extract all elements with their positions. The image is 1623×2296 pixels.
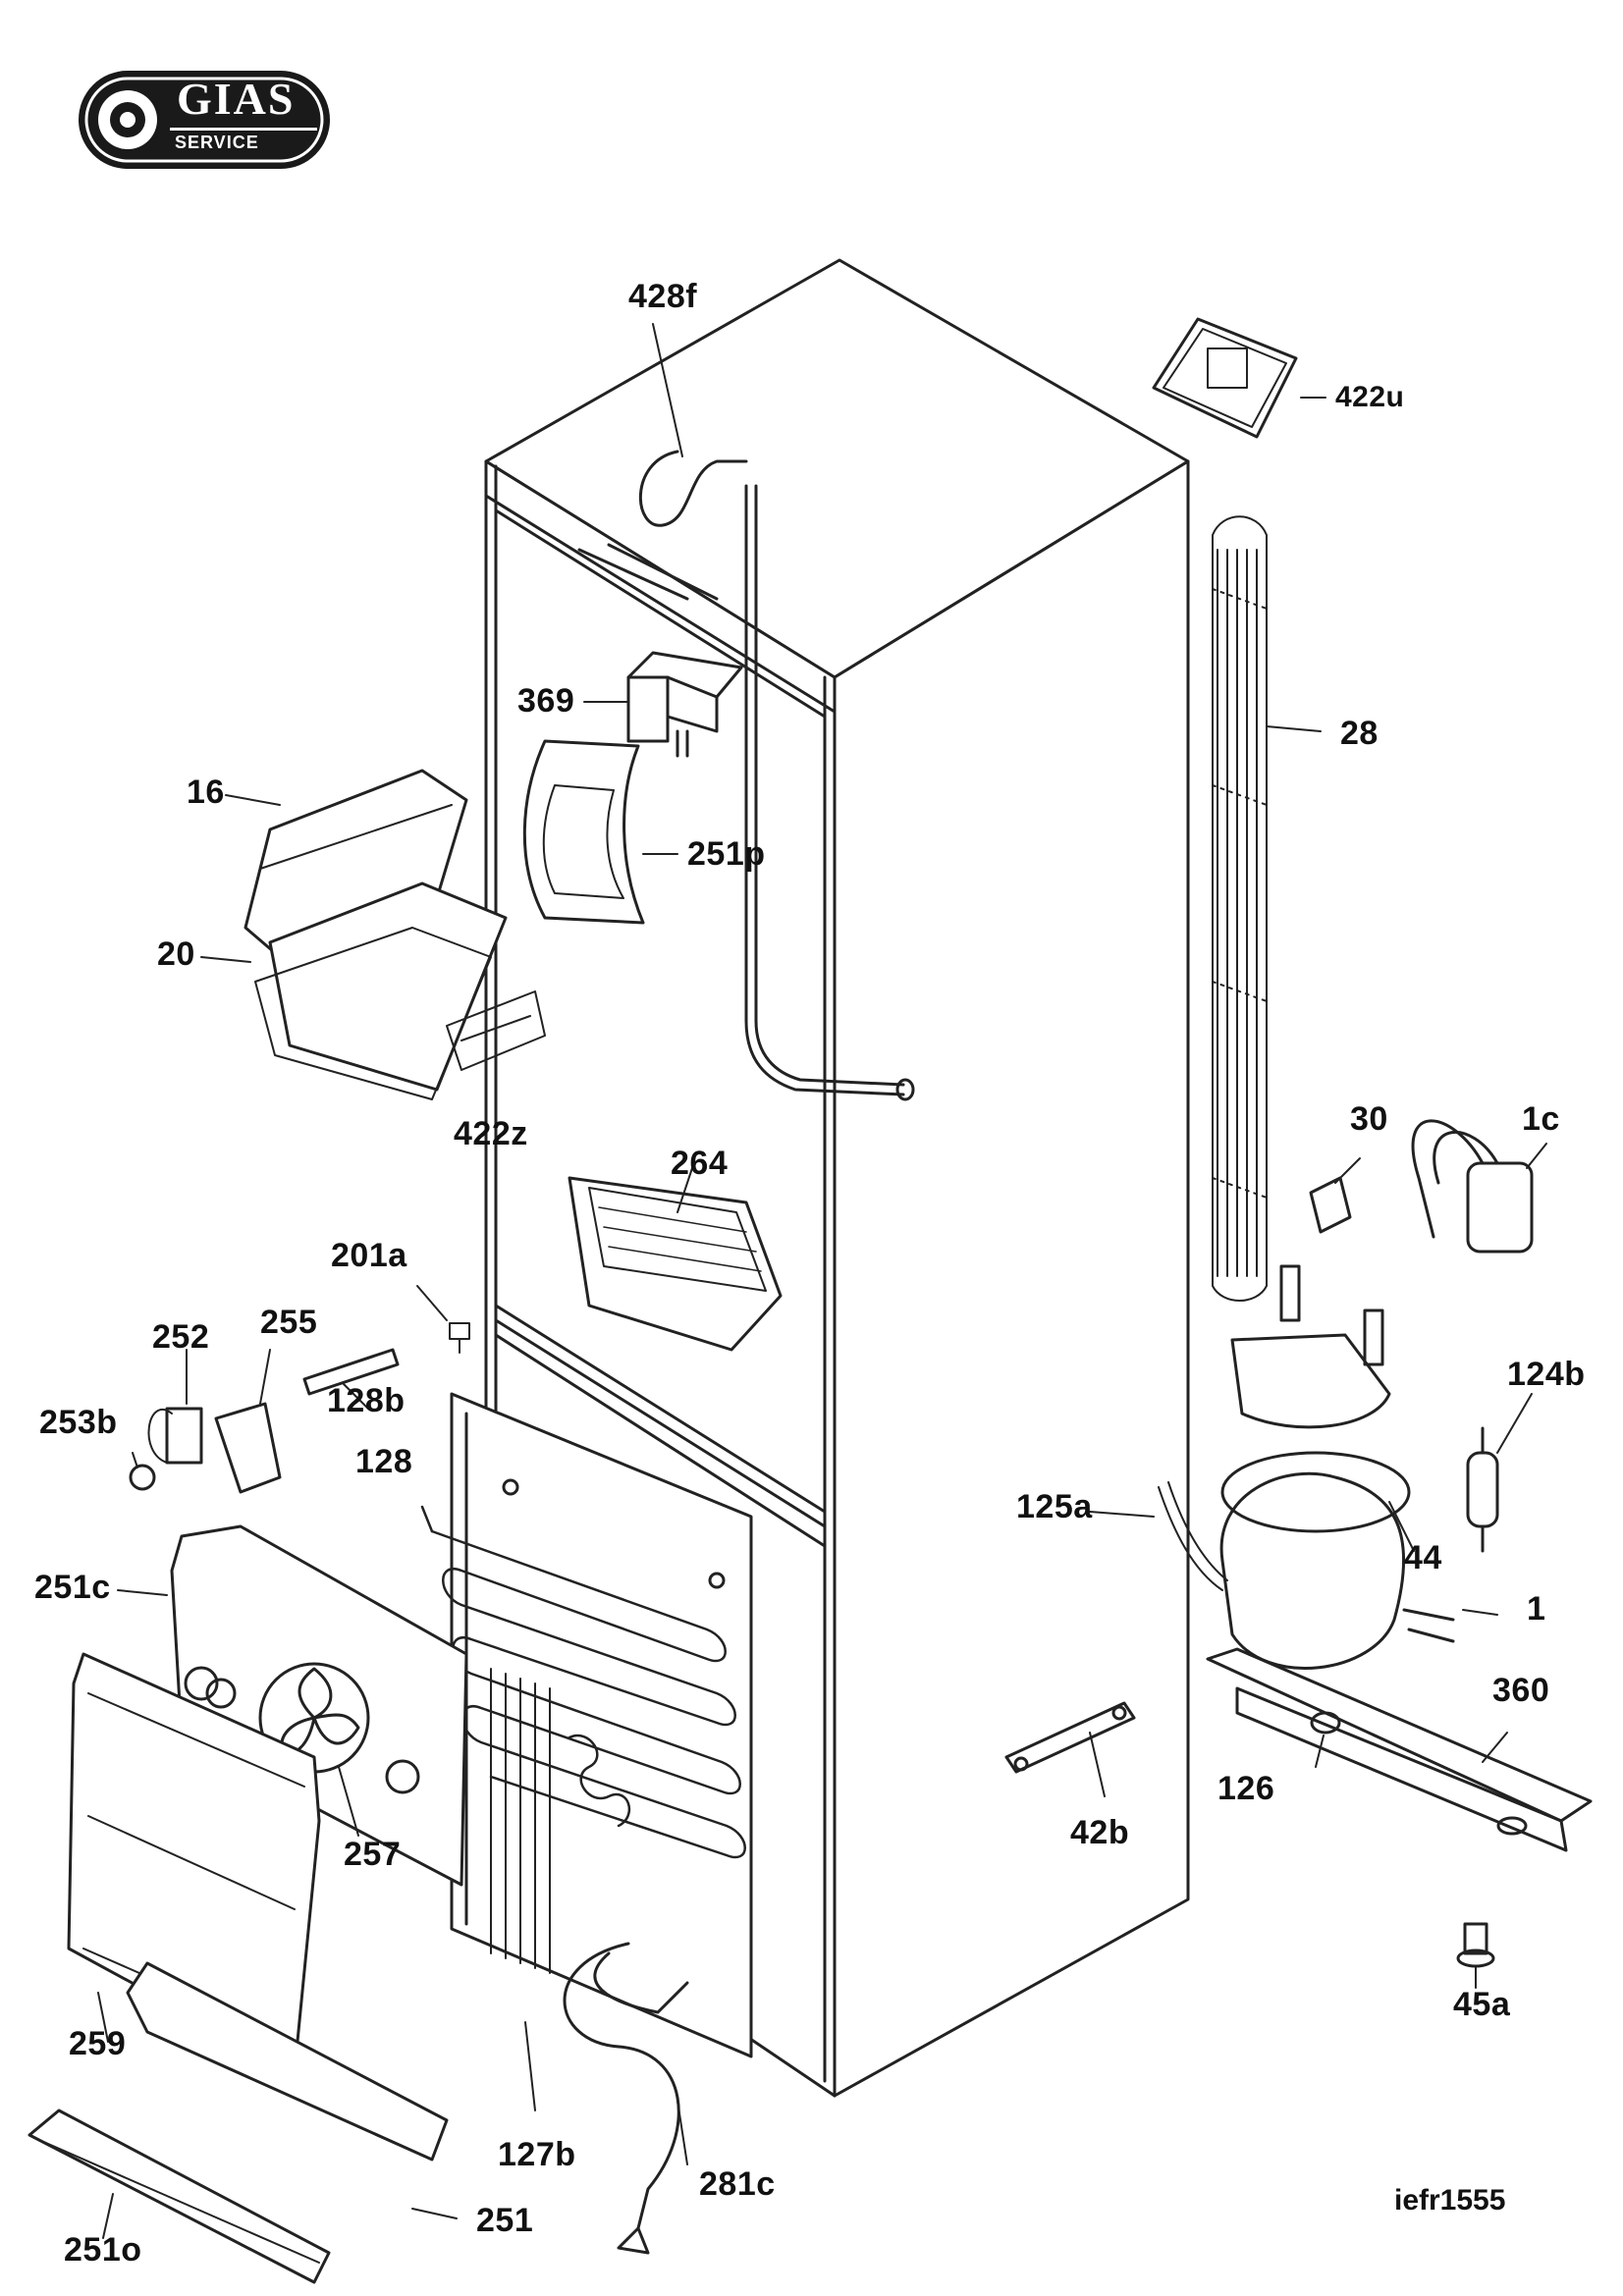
- part-255: [214, 1349, 282, 1494]
- part-126: [1310, 1711, 1341, 1768]
- label-128: 128: [355, 1443, 413, 1480]
- label-428f: 428f: [628, 278, 698, 315]
- part-124b: [1466, 1393, 1533, 1553]
- part-360: [1206, 1647, 1593, 1852]
- label-42b: 42b: [1070, 1814, 1130, 1851]
- label-360: 360: [1492, 1672, 1550, 1709]
- logo-badge-icon: [79, 71, 330, 169]
- gias-service-logo: GIAS SERVICE: [77, 69, 332, 171]
- label-251c: 251c: [34, 1569, 111, 1606]
- label-259: 259: [69, 2025, 127, 2062]
- part-127b: [450, 1392, 753, 2111]
- label-251: 251: [476, 2202, 534, 2239]
- part-125a: [1089, 1481, 1228, 1591]
- label-1c: 1c: [1522, 1100, 1560, 1138]
- part-1: [1219, 1451, 1498, 1671]
- part-251: [126, 1961, 458, 2219]
- label-281c: 281c: [699, 2165, 776, 2203]
- logo-brand-text: GIAS: [177, 74, 296, 124]
- label-128b: 128b: [327, 1382, 406, 1419]
- part-253b: [129, 1452, 156, 1491]
- label-251o: 251o: [64, 2231, 142, 2269]
- part-45a: [1456, 1922, 1495, 1989]
- part-422z: [446, 990, 546, 1120]
- label-253b: 253b: [39, 1404, 118, 1441]
- part-128b: [302, 1348, 400, 1410]
- label-264: 264: [671, 1145, 729, 1182]
- drawing-code: iefr1555: [1394, 2184, 1506, 2216]
- part-264: [568, 1167, 783, 1352]
- label-44: 44: [1404, 1539, 1442, 1576]
- label-20: 20: [157, 935, 195, 973]
- label-257: 257: [344, 1836, 402, 1873]
- part-252: [147, 1349, 203, 1465]
- logo-sub-text: SERVICE: [175, 133, 259, 152]
- part-251o: [27, 2109, 331, 2284]
- part-281c: [563, 1942, 689, 2255]
- label-422u: 422u: [1335, 381, 1405, 413]
- label-369: 369: [517, 682, 575, 720]
- part-422u: [1152, 317, 1326, 439]
- label-201a: 201a: [331, 1237, 407, 1274]
- part-20: [200, 881, 508, 1100]
- part-28: [1212, 515, 1322, 1302]
- label-30: 30: [1350, 1100, 1388, 1138]
- part-251p: [522, 739, 678, 925]
- label-124b: 124b: [1507, 1356, 1586, 1393]
- label-126: 126: [1217, 1770, 1275, 1807]
- part-369: [583, 651, 743, 758]
- part-1c: [1411, 1119, 1547, 1254]
- label-251p: 251p: [687, 835, 766, 873]
- part-30: [1309, 1157, 1361, 1234]
- label-125a: 125a: [1016, 1488, 1093, 1525]
- label-28: 28: [1340, 715, 1379, 752]
- label-45a: 45a: [1453, 1986, 1511, 2023]
- label-1: 1: [1527, 1590, 1546, 1628]
- label-252: 252: [152, 1318, 210, 1356]
- part-44: [1230, 1264, 1415, 1552]
- label-255: 255: [260, 1304, 318, 1341]
- part-428f: [638, 450, 748, 527]
- part-201a: [416, 1285, 470, 1354]
- label-16: 16: [187, 774, 225, 811]
- label-422z: 422z: [454, 1115, 528, 1152]
- label-127b: 127b: [498, 2136, 576, 2173]
- part-42b: [1004, 1701, 1136, 1797]
